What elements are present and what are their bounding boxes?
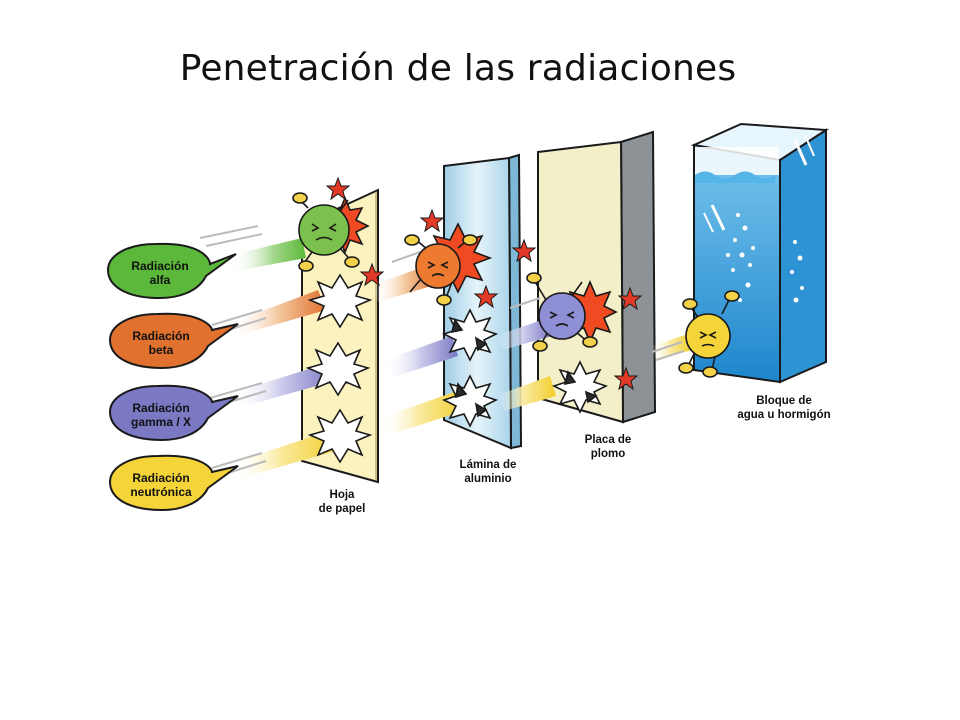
radiation-gamma-line2: gamma / X <box>131 415 191 429</box>
barrier-aluminium-line1: Lámina de <box>460 459 517 471</box>
barrier-paper-line2: de papel <box>319 503 366 515</box>
radiation-neutron-line1: Radiación <box>132 471 189 485</box>
burst-paper-2 <box>308 343 368 395</box>
barrier-label-lead: Placa de plomo <box>585 434 632 460</box>
barrier-lead-line2: plomo <box>591 448 626 460</box>
radiation-gamma-bubble: Radiación gamma / X <box>110 386 238 440</box>
burst-paper-3 <box>310 410 370 462</box>
barrier-aluminium-line2: aluminio <box>464 473 511 485</box>
radiation-alpha-bubble: Radiación alfa <box>108 244 236 298</box>
barrier-paper-line1: Hoja <box>330 489 356 501</box>
radiation-alpha-line2: alfa <box>150 273 171 287</box>
radiation-neutron-bubble: Radiación neutrónica <box>110 456 238 510</box>
radiation-alpha-line1: Radiación <box>131 259 188 273</box>
barrier-label-water: Bloque de agua u hormigón <box>737 395 830 421</box>
barrier-label-paper: Hoja de papel <box>319 489 366 515</box>
radiation-beta-line1: Radiación <box>132 329 189 343</box>
barrier-label-aluminium: Lámina de aluminio <box>460 459 517 485</box>
alpha-ray <box>232 238 306 271</box>
burst-paper-1 <box>310 275 370 327</box>
radiation-gamma-line1: Radiación <box>132 401 189 415</box>
barrier-water-line1: Bloque de <box>756 395 812 407</box>
radiation-neutron-line2: neutrónica <box>130 485 192 499</box>
barrier-water-line2: agua u hormigón <box>737 409 830 421</box>
barrier-lead-line1: Placa de <box>585 434 632 446</box>
radiation-beta-line2: beta <box>149 343 174 357</box>
